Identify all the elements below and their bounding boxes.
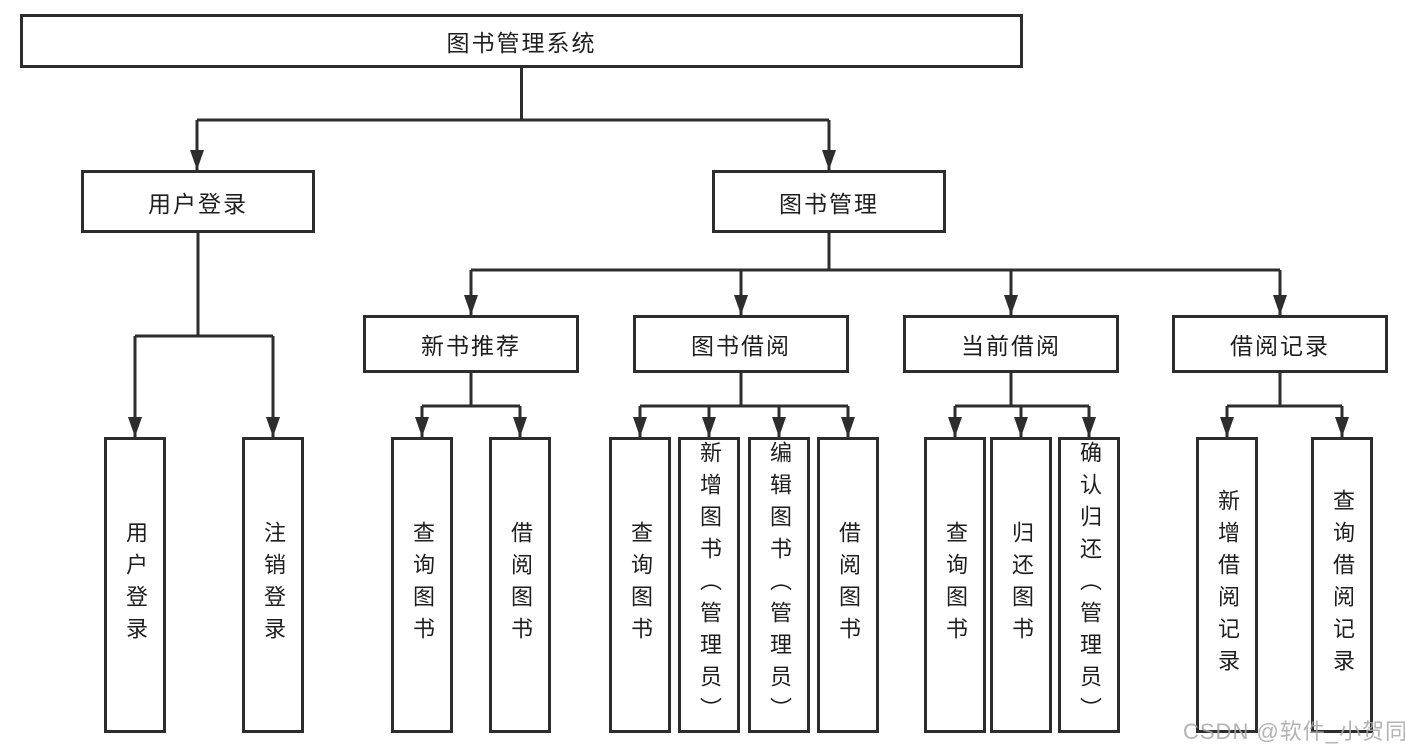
leaf-query-books-borrow: 查询图书 [609,437,671,733]
node-label: 新书推荐 [421,333,521,359]
connector-borrow-records [1227,373,1342,408]
node-label: 借阅图书 [836,521,861,649]
leaf-add-borrow-record: 新增借阅记录 [1196,437,1258,733]
node-label: 新增借阅记录 [1215,489,1240,681]
leaf-query-books-current: 查询图书 [924,437,986,733]
node-label: 借阅图书 [508,521,533,649]
node-current-borrow: 当前借阅 [903,315,1119,373]
node-borrow-records: 借阅记录 [1172,315,1388,373]
leaf-add-book-admin: 新增图书（管理员） [678,437,740,733]
node-root: 图书管理系统 [20,14,1023,68]
node-label: 注销登录 [261,521,286,649]
node-label: 查询借阅记录 [1330,489,1355,681]
node-new-book-recommend: 新书推荐 [363,315,579,373]
node-label: 图书借阅 [691,333,791,359]
node-label: 归还图书 [1009,521,1034,649]
connector-book-borrow [640,373,848,408]
node-label: 查询图书 [943,521,968,649]
connector-current-borrow [955,373,1089,408]
node-label: 查询图书 [628,521,653,649]
leaf-user-login: 用户登录 [104,437,166,733]
node-label: 用户登录 [148,190,248,217]
leaf-confirm-return-admin: 确认归还（管理员） [1058,437,1120,733]
connector-new-book-recommend [422,373,520,408]
connector-book-management [471,233,1280,272]
node-book-borrow: 图书借阅 [633,315,849,373]
node-label: 图书管理 [779,190,879,217]
node-label: 图书管理系统 [446,30,597,56]
leaf-logout: 注销登录 [242,437,304,733]
node-label: 编辑图书（管理员） [767,441,792,729]
node-label: 用户登录 [123,521,148,649]
leaf-borrow-books-recommend: 借阅图书 [489,437,551,733]
leaf-return-book: 归还图书 [990,437,1052,733]
node-book-management: 图书管理 [712,170,946,233]
node-label: 查询图书 [410,521,435,649]
node-label: 当前借阅 [961,333,1061,359]
node-label: 新增图书（管理员） [697,441,722,729]
leaf-query-borrow-record: 查询借阅记录 [1311,437,1373,733]
leaf-borrow-books: 借阅图书 [817,437,879,733]
connector-user-login [135,233,273,338]
csdn-watermark: CSDN @软件_小贺同学 [1183,719,1405,744]
node-label: 确认归还（管理员） [1077,441,1102,729]
node-label: 借阅记录 [1230,333,1330,359]
node-user-login: 用户登录 [81,170,315,233]
leaf-edit-book-admin: 编辑图书（管理员） [748,437,810,733]
connector-root [197,68,829,122]
leaf-query-books-recommend: 查询图书 [391,437,453,733]
